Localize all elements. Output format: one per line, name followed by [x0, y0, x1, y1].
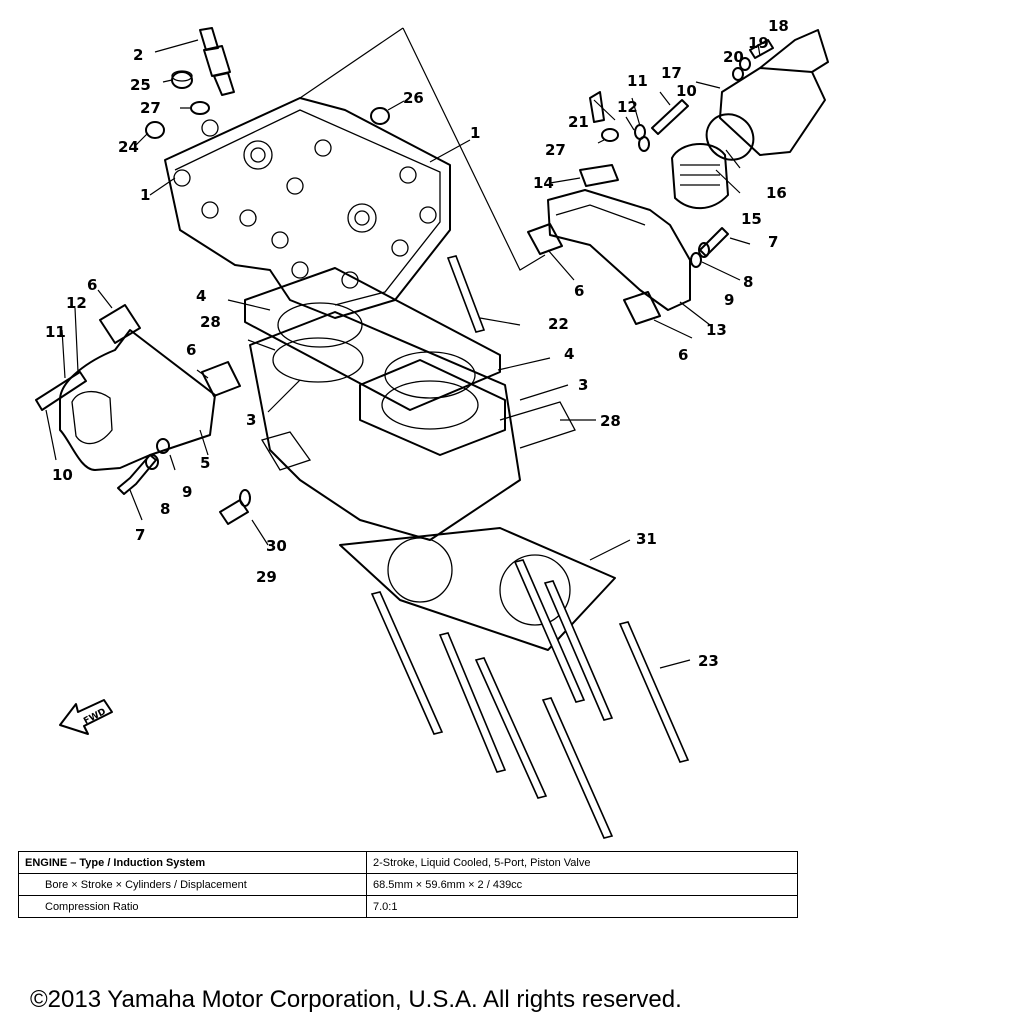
callout-23: 23 [698, 652, 719, 670]
callout-18: 18 [768, 17, 789, 35]
washer-27-right [601, 128, 619, 142]
gasket-6-left-a [99, 304, 141, 344]
thermostat-cover-17 [719, 29, 829, 156]
washers-8-9-left [145, 438, 170, 470]
callout-8-right: 8 [743, 273, 753, 291]
callout-28-right: 28 [600, 412, 621, 430]
water-manifold-right [547, 189, 691, 311]
gasket-6-left-b [201, 361, 241, 397]
callout-27-right: 27 [545, 141, 566, 159]
table-row: Compression Ratio 7.0:1 [18, 895, 798, 918]
gasket-6-right-a [527, 223, 563, 255]
fwd-arrow-icon: FWD [59, 699, 113, 735]
callout-3-left: 3 [246, 411, 256, 429]
exploded-parts-diagram: 1 1 2 3 3 4 4 5 6 6 6 6 7 7 8 8 9 9 10 1… [35, 17, 829, 839]
callout-30: 30 [266, 537, 287, 555]
callout-5: 5 [200, 454, 210, 472]
callout-28-left: 28 [200, 313, 221, 331]
leader-lines [45, 27, 761, 669]
callout-6-d: 6 [678, 346, 688, 364]
callout-10-left: 10 [52, 466, 73, 484]
spec-value: 2-Stroke, Liquid Cooled, 5-Port, Piston … [366, 851, 798, 874]
callout-6-a: 6 [87, 276, 97, 294]
copyright-notice: ©2013 Yamaha Motor Corporation, U.S.A. A… [30, 986, 682, 1013]
callout-7-right: 7 [768, 233, 778, 251]
bolt-7-right [699, 227, 729, 257]
nut-24 [145, 121, 165, 139]
bolt-10-right [651, 99, 689, 135]
callout-22: 22 [548, 315, 569, 333]
callout-27-left: 27 [140, 99, 161, 117]
plug-cap-25 [171, 70, 193, 89]
callout-4-right: 4 [564, 345, 574, 363]
callout-9-right: 9 [724, 291, 734, 309]
washers-11-12-right [634, 124, 650, 152]
pipe-14 [579, 164, 619, 187]
fitting-21 [589, 91, 605, 123]
callout-16: 16 [766, 184, 787, 202]
callout-1-right: 1 [470, 124, 480, 142]
spark-plug [199, 27, 235, 96]
spec-value: 68.5mm × 59.6mm × 2 / 439cc [366, 873, 798, 896]
callout-14: 14 [533, 174, 554, 192]
spec-label: Bore × Stroke × Cylinders / Displacement [18, 873, 367, 896]
thermostat-gasket-16 [705, 113, 755, 161]
callout-11-right: 11 [627, 72, 648, 90]
table-row: ENGINE – Type / Induction System 2-Strok… [18, 851, 798, 874]
base-gasket [339, 527, 616, 651]
callout-31: 31 [636, 530, 657, 548]
gasket-6-right-b [623, 291, 661, 325]
callout-12-right: 12 [617, 98, 638, 116]
callout-6-c: 6 [574, 282, 584, 300]
callout-13: 13 [706, 321, 727, 339]
callout-1-left: 1 [140, 186, 150, 204]
callout-4-left: 4 [196, 287, 206, 305]
spec-label: ENGINE – Type / Induction System [18, 851, 367, 874]
washer-30 [239, 489, 251, 507]
callout-6-b: 6 [186, 341, 196, 359]
callout-20: 20 [723, 48, 744, 66]
callout-2: 2 [133, 46, 143, 64]
callout-7-left: 7 [135, 526, 145, 544]
callout-11-left: 11 [45, 323, 66, 341]
bolt-18 [749, 39, 774, 59]
callout-25: 25 [130, 76, 151, 94]
callout-19: 19 [748, 34, 769, 52]
cylinder-head [164, 97, 451, 319]
callout-3-right: 3 [578, 376, 588, 394]
callout-15: 15 [741, 210, 762, 228]
fwd-label: FWD [82, 707, 107, 727]
callout-17: 17 [661, 64, 682, 82]
washers-8-9-right [690, 242, 710, 268]
callout-21: 21 [568, 113, 589, 131]
drain-bolt-29 [219, 499, 249, 525]
washers-19-20 [732, 57, 751, 81]
cylinder-block [249, 311, 576, 541]
spec-value: 7.0:1 [366, 895, 798, 918]
bolt-7-left [117, 454, 157, 495]
callout-12-left: 12 [66, 294, 87, 312]
spec-label: Compression Ratio [18, 895, 367, 918]
callout-26: 26 [403, 89, 424, 107]
callout-9-left: 9 [182, 483, 192, 501]
callout-29: 29 [256, 568, 277, 586]
thermostat-15 [671, 142, 729, 210]
engine-spec-table: ENGINE – Type / Induction System 2-Strok… [18, 851, 798, 918]
nut-26 [370, 107, 390, 125]
washer-27 [190, 101, 210, 115]
bolt-10-left [35, 371, 87, 411]
callout-8-left: 8 [160, 500, 170, 518]
callout-24: 24 [118, 138, 139, 156]
callouts: 1 1 2 3 3 4 4 5 6 6 6 6 7 7 8 8 9 9 10 1… [45, 17, 789, 670]
callout-10-right: 10 [676, 82, 697, 100]
cylinder-studs [370, 255, 690, 839]
table-row: Bore × Stroke × Cylinders / Displacement… [18, 873, 798, 896]
